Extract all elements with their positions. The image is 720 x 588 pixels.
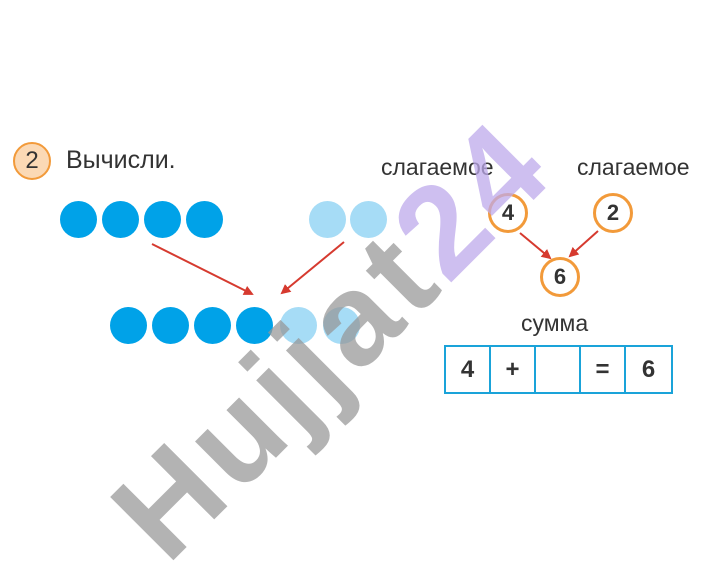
dot <box>102 201 139 238</box>
dot <box>236 307 273 344</box>
dot <box>186 201 223 238</box>
dot <box>309 201 346 238</box>
dot <box>350 201 387 238</box>
sum-label: сумма <box>521 310 589 336</box>
task-number-badge: 2 <box>13 142 51 180</box>
arrow-left-to-bottom <box>151 243 254 295</box>
dot <box>144 201 181 238</box>
equation-cell: 6 <box>641 355 656 383</box>
arrow-term2-to-sum <box>568 230 599 258</box>
term-label-1: слагаемое <box>381 154 494 180</box>
term-2-circle: 2 <box>593 193 633 233</box>
dot <box>152 307 189 344</box>
dot <box>323 307 360 344</box>
arrows <box>151 230 599 295</box>
equation-boxes: 4 + = 6 <box>444 345 673 394</box>
equation-cell: 4 <box>446 347 491 392</box>
term-label-2: слагаемое <box>577 154 690 180</box>
dot <box>280 307 317 344</box>
arrow-term1-to-sum <box>519 232 552 260</box>
dot <box>60 201 97 238</box>
arrow-right-to-bottom <box>280 241 345 295</box>
term-1-circle: 4 <box>488 193 528 233</box>
sum-circle: 6 <box>540 257 580 297</box>
equation-answer-cell[interactable] <box>536 347 581 392</box>
dot <box>194 307 231 344</box>
dot <box>110 307 147 344</box>
task-instruction: Вычисли. <box>66 146 176 174</box>
equation-cell: = <box>581 347 626 392</box>
equation-cell: + <box>491 347 536 392</box>
